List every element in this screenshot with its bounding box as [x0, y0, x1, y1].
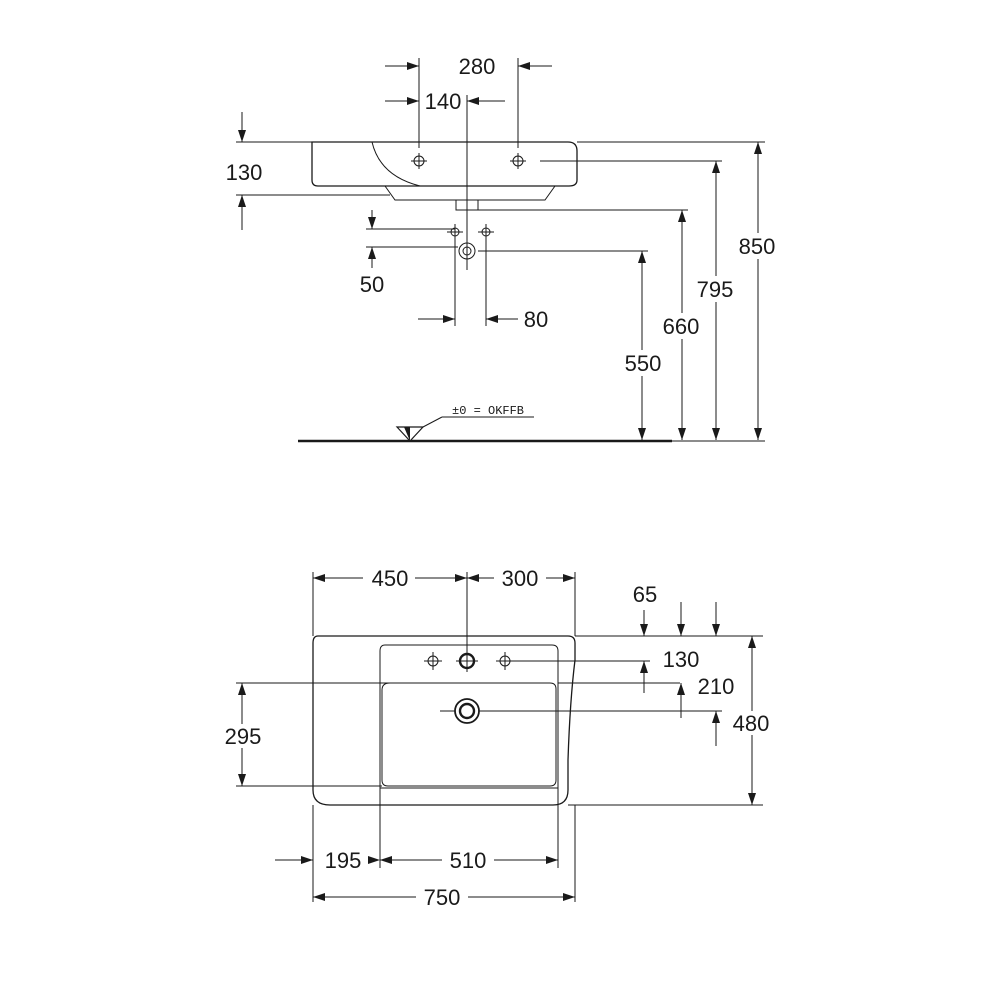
- tap-hole-top-left: [424, 652, 442, 670]
- basin-side-outline: [311, 141, 578, 187]
- waste-outlet: [458, 242, 476, 260]
- dimension-50: 50: [360, 210, 458, 297]
- dimension-280: 280: [385, 54, 552, 148]
- dimension-450-300: 450 300: [312, 566, 576, 652]
- bowl-inner: [381, 682, 557, 787]
- label-195: 195: [325, 848, 362, 873]
- label-130: 130: [226, 160, 263, 185]
- dimension-750: 750: [313, 805, 576, 910]
- label-80: 80: [524, 307, 548, 332]
- label-140: 140: [425, 89, 462, 114]
- dimension-550: 550: [614, 251, 666, 440]
- dimension-140: 140: [385, 89, 505, 114]
- dimension-850: 850: [730, 142, 782, 440]
- label-480: 480: [733, 711, 770, 736]
- label-850: 850: [739, 234, 776, 259]
- tap-hole-left: [411, 153, 427, 169]
- supply-right: [478, 224, 494, 240]
- tap-hole-right: [510, 153, 526, 169]
- basin-bowl-curve: [371, 141, 421, 187]
- label-130-top: 130: [663, 647, 700, 672]
- label-50: 50: [360, 272, 384, 297]
- label-750: 750: [424, 885, 461, 910]
- top-view: 450 300 65 130: [215, 566, 776, 910]
- dimension-130-top: 130: [663, 602, 700, 718]
- tap-hole-top-center: [456, 650, 478, 672]
- dimension-65: 65: [633, 582, 657, 693]
- dimension-295: 295: [215, 682, 390, 787]
- basin-bowl-bottom: [384, 185, 556, 201]
- label-450: 450: [372, 566, 409, 591]
- dimension-80: 80: [418, 240, 548, 332]
- supply-left: [447, 224, 463, 240]
- dimension-795: 795: [689, 161, 741, 440]
- label-210: 210: [698, 674, 735, 699]
- label-550: 550: [625, 351, 662, 376]
- label-300: 300: [502, 566, 539, 591]
- label-795: 795: [697, 277, 734, 302]
- label-65: 65: [633, 582, 657, 607]
- dimension-480: 480: [724, 636, 776, 805]
- label-280: 280: [459, 54, 496, 79]
- floor-reference-label: ±0 = OKFFB: [452, 404, 524, 418]
- side-view: 280 140 130 50: [226, 54, 782, 443]
- dimension-195-510: 195 510: [275, 788, 559, 902]
- drain-top: [440, 698, 480, 724]
- dimension-210: 210: [698, 602, 735, 746]
- label-660: 660: [663, 314, 700, 339]
- dimension-130: 130: [226, 112, 390, 230]
- label-295: 295: [225, 724, 262, 749]
- dimension-660: 660: [655, 210, 707, 440]
- basin-top-outline: [312, 635, 576, 806]
- label-510: 510: [450, 848, 487, 873]
